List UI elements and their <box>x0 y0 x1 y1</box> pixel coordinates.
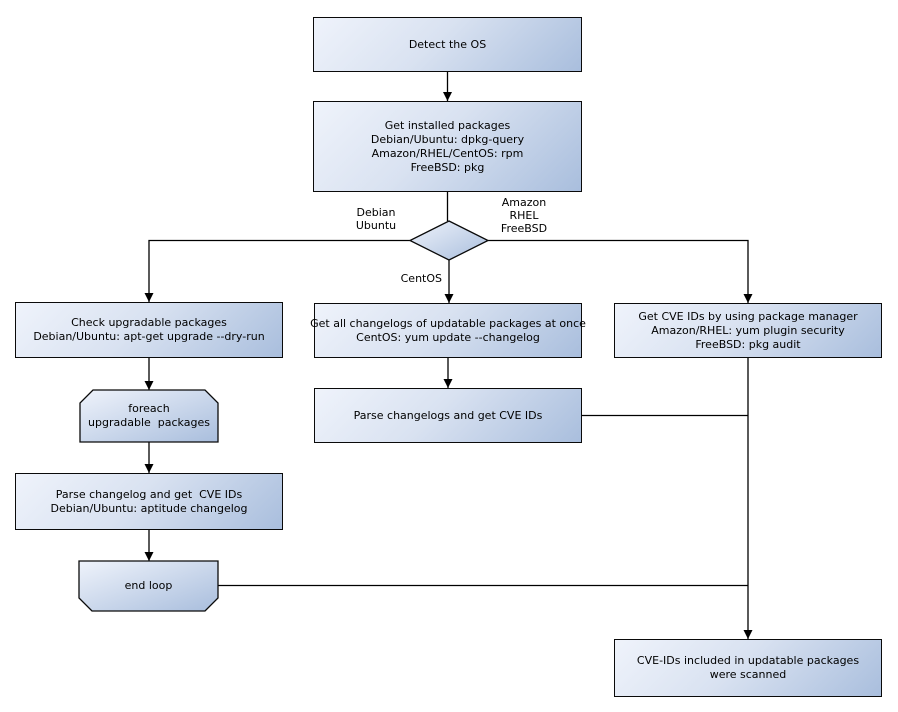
node-cve-ids-scanned: CVE-IDs included in updatable packages w… <box>614 639 882 697</box>
node-cve-ids-scanned-label: CVE-IDs included in updatable packages w… <box>636 654 860 681</box>
node-check-upgradable-packages: Check upgradable packages Debian/Ubuntu:… <box>15 302 283 358</box>
node-check-upgradable-packages-label: Check upgradable packages Debian/Ubuntu:… <box>33 316 265 343</box>
node-detect-os: Detect the OS <box>313 17 582 72</box>
node-parse-changelog-left: Parse changelog and get CVE IDs Debian/U… <box>15 473 283 530</box>
node-get-all-changelogs-label: Get all changelogs of updatable packages… <box>310 316 586 344</box>
edge-label-debian-ubuntu: Debian Ubuntu <box>355 206 397 232</box>
node-end-loop: end loop <box>78 560 219 612</box>
node-get-installed-packages: Get installed packages Debian/Ubuntu: dp… <box>313 101 582 192</box>
node-parse-changelogs-label: Parse changelogs and get CVE IDs <box>353 408 543 422</box>
node-get-cve-ids-package-manager-label: Get CVE IDs by using package manager Ama… <box>638 309 858 351</box>
node-detect-os-label: Detect the OS <box>408 37 487 51</box>
node-get-all-changelogs: Get all changelogs of updatable packages… <box>310 303 586 358</box>
node-end-loop-label: end loop <box>124 579 173 592</box>
node-parse-changelogs: Parse changelogs and get CVE IDs <box>314 388 582 443</box>
edge-label-amazon-rhel-freebsd: Amazon RHEL FreeBSD <box>500 196 548 235</box>
node-foreach-loop: foreach upgradable packages <box>79 389 219 443</box>
node-get-installed-packages-label: Get installed packages Debian/Ubuntu: dp… <box>370 118 525 174</box>
node-parse-changelog-left-label: Parse changelog and get CVE IDs Debian/U… <box>50 487 248 515</box>
node-foreach-loop-label: foreach upgradable packages <box>88 402 210 429</box>
decision-diamond <box>408 220 490 261</box>
edge-label-centos: CentOS <box>400 272 442 285</box>
node-get-cve-ids-package-manager: Get CVE IDs by using package manager Ama… <box>614 303 882 358</box>
